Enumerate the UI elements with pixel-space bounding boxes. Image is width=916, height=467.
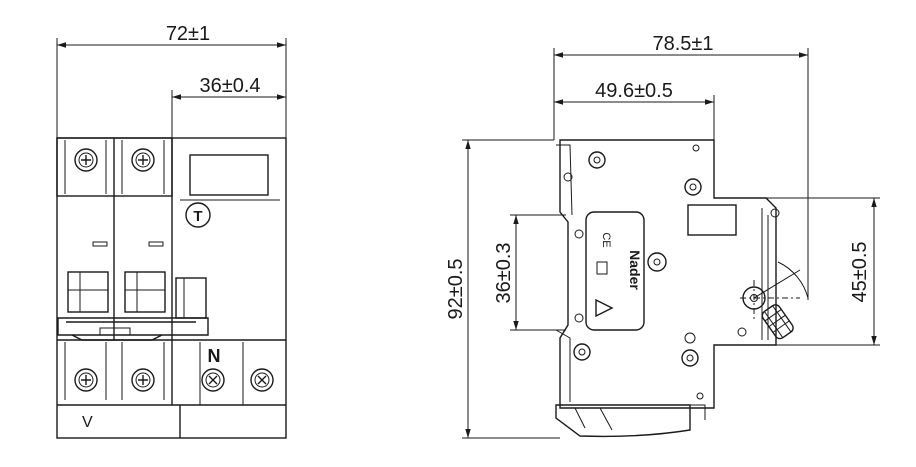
front-view: 72±1 36±0.4 T [56, 23, 287, 439]
rivets [563, 144, 780, 400]
dim-height: 92±0.5 [445, 139, 560, 439]
screw-terminal-icon[interactable] [250, 368, 274, 392]
terminal-block [687, 204, 737, 236]
dim-width: 72±1 [56, 23, 287, 138]
screw-terminal-icon[interactable] [74, 368, 98, 392]
dim-terminal: 45±0.5 [716, 197, 880, 346]
terminal-dim-label: 45±0.5 [849, 241, 871, 302]
screw-terminal-icon[interactable] [131, 148, 155, 172]
height-dim-label: 92±0.5 [445, 258, 467, 319]
front-depth-dim-label: 49.6±0.5 [595, 80, 673, 102]
screw-terminal-icon[interactable] [131, 368, 155, 392]
dim-right-module: 36±0.4 [171, 75, 286, 138]
label-plate [585, 211, 645, 331]
toggle-levers[interactable] [67, 271, 207, 319]
dim-front-depth: 49.6±0.5 [554, 80, 715, 140]
right-dim-label: 36±0.4 [199, 75, 260, 97]
rail-dim-label: 36±0.3 [493, 242, 515, 303]
brand-label: Nader [627, 250, 643, 290]
wire-screw-icon [761, 304, 794, 340]
side-view: 78.5±1 49.6±0.5 92±0.5 36±0.3 45±0.5 [445, 33, 880, 439]
dim-rail: 36±0.3 [493, 214, 566, 331]
test-button-label: T [193, 208, 202, 225]
dim-depth: 78.5±1 [553, 33, 809, 300]
test-button[interactable]: T [185, 202, 211, 228]
bottom-mark: V [82, 414, 93, 431]
screw-terminal-icon[interactable] [201, 368, 225, 392]
approval-mark-icon [596, 261, 608, 275]
side-terminal-screw[interactable] [740, 261, 809, 320]
width-dim-label: 72±1 [166, 23, 210, 45]
depth-dim-label: 78.5±1 [652, 33, 713, 55]
warning-triangle-icon [595, 298, 614, 318]
ce-mark-icon: CE [600, 232, 612, 247]
neutral-label: N [208, 346, 221, 366]
screw-terminal-icon[interactable] [74, 148, 98, 172]
status-window [189, 154, 269, 196]
